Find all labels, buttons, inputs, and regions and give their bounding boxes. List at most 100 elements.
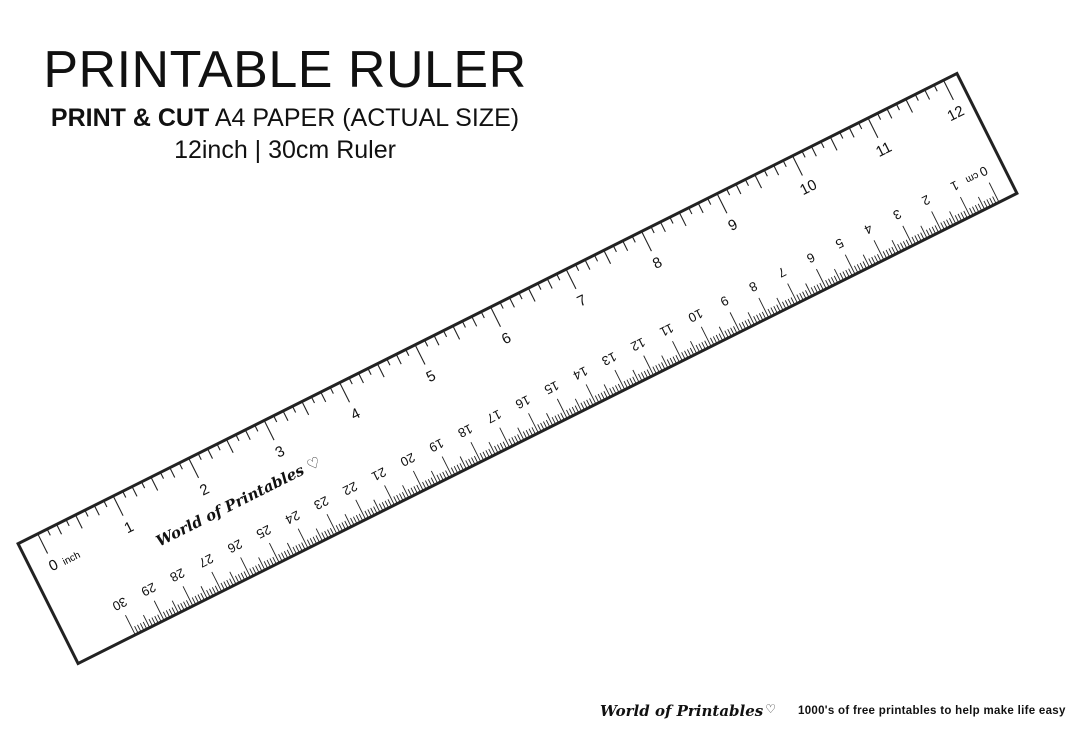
cm-tick (441, 456, 453, 477)
cm-tick (597, 393, 603, 402)
cm-tick (758, 313, 764, 321)
cm-tick (977, 203, 983, 212)
cm-unit-label: cm (964, 169, 981, 185)
cm-tick (672, 341, 683, 362)
cm-tick (197, 594, 202, 602)
cm-tick (741, 321, 747, 330)
cm-tick (623, 380, 629, 389)
inch-tick (641, 231, 652, 252)
cm-tick (787, 298, 793, 307)
cm-tick (496, 444, 502, 452)
cm-tick (200, 592, 205, 601)
cm-tick (249, 568, 254, 576)
cm-tick (545, 419, 551, 428)
cm-tick (770, 307, 775, 315)
cm-tick (321, 532, 326, 540)
cm-tick (816, 268, 827, 289)
inch-tick (848, 127, 855, 138)
cm-tick (370, 507, 375, 516)
inch-tick (556, 273, 561, 281)
cm-tick (977, 196, 986, 210)
cm-tick (560, 412, 565, 421)
inch-tick (282, 410, 289, 422)
inch-tick (348, 377, 353, 385)
cm-tick (430, 477, 436, 486)
inch-tick (829, 136, 838, 151)
cm-tick (473, 455, 479, 464)
inch-tick (141, 481, 146, 489)
cm-tick (269, 542, 280, 563)
cm-tick (401, 491, 407, 500)
inch-tick (169, 467, 176, 478)
cm-tick (255, 565, 260, 574)
cm-tick (378, 503, 384, 512)
inch-tick (131, 486, 138, 497)
cm-label: 25 (254, 522, 274, 542)
inch-tick (565, 268, 577, 290)
cm-tick (885, 249, 891, 258)
inch-tick (792, 155, 803, 176)
cm-tick (566, 409, 571, 418)
cm-tick (640, 372, 646, 380)
cm-tick (191, 597, 197, 605)
cm-tick (324, 530, 329, 539)
cm-tick (844, 254, 856, 275)
cm-tick (309, 538, 315, 546)
cm-tick (436, 474, 441, 483)
cm-tick (517, 427, 525, 441)
cm-tick (554, 415, 559, 424)
cm-tick (695, 344, 701, 353)
inch-tick (263, 420, 275, 441)
cm-tick (960, 212, 965, 220)
inch-tick (301, 401, 310, 416)
cm-tick (963, 210, 968, 219)
cm-tick (983, 200, 988, 209)
inch-tick (93, 505, 100, 516)
cm-tick (257, 564, 263, 572)
cm-label: 29 (139, 580, 159, 600)
cm-tick (617, 383, 623, 392)
inch-tick (518, 292, 523, 300)
cm-tick (733, 326, 738, 334)
inch-tick (490, 306, 501, 327)
cm-tick (988, 182, 1000, 203)
inch-tick (593, 254, 599, 262)
inch-tick (509, 297, 515, 308)
inch-tick (216, 443, 221, 451)
inch-tick (386, 358, 391, 366)
cm-tick (862, 254, 870, 268)
cm-tick (229, 578, 234, 587)
inch-label: 10 (797, 176, 820, 199)
inch-tick (197, 453, 202, 460)
cm-tick (488, 448, 493, 457)
cm-tick (485, 450, 490, 458)
cm-tick (701, 341, 706, 350)
cm-tick (186, 600, 191, 608)
cm-tick (704, 340, 709, 349)
inch-tick (395, 354, 402, 365)
cm-tick (710, 337, 715, 346)
cm-tick (229, 571, 237, 585)
cm-tick (756, 314, 761, 323)
cm-tick (744, 320, 749, 328)
cm-tick (137, 624, 142, 633)
cm-tick (281, 552, 286, 561)
cm-tick (393, 496, 398, 504)
cm-label: 21 (369, 464, 389, 484)
cm-tick (200, 586, 208, 599)
inch-tick (678, 212, 687, 227)
cm-tick (214, 585, 220, 594)
cm-tick (934, 225, 939, 233)
cm-tick (445, 470, 450, 478)
inch-tick (914, 94, 919, 101)
inch-tick (358, 372, 364, 384)
cm-tick (430, 470, 439, 484)
cm-tick (240, 557, 251, 578)
cm-label: 22 (340, 479, 360, 499)
cm-tick (139, 623, 145, 631)
cm-tick (632, 369, 640, 383)
cm-tick (902, 225, 914, 246)
cm-tick (353, 516, 358, 525)
cm-tick (522, 431, 528, 439)
cm-tick (931, 226, 937, 235)
